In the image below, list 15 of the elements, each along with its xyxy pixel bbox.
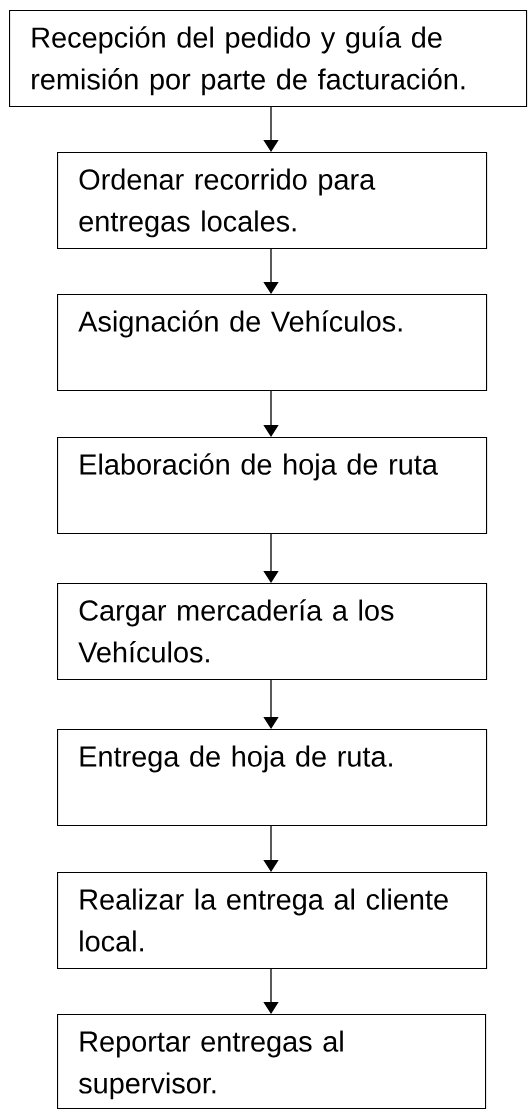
process-box: Reportar entregas al supervisor. (57, 1014, 487, 1110)
arrow (263, 106, 279, 152)
process-box: Asignación de Vehículos. (57, 294, 488, 392)
arrow (263, 248, 279, 294)
arrow (263, 390, 279, 437)
process-box: Recepción del pedido y guía de remisión por parte de facturación. (9, 10, 528, 108)
process-box: Realizar la entrega al cliente local. (57, 872, 488, 970)
arrow (263, 825, 279, 872)
process-box: Elaboración de hoja de ruta (57, 437, 488, 535)
process-box: Cargar mercadería a los Vehículos. (57, 583, 488, 681)
arrow (263, 968, 279, 1014)
arrow (263, 679, 279, 729)
process-box: Ordenar recorrido para entregas locales. (57, 152, 488, 250)
arrow (263, 533, 279, 583)
process-box: Entrega de hoja de ruta. (57, 729, 488, 827)
